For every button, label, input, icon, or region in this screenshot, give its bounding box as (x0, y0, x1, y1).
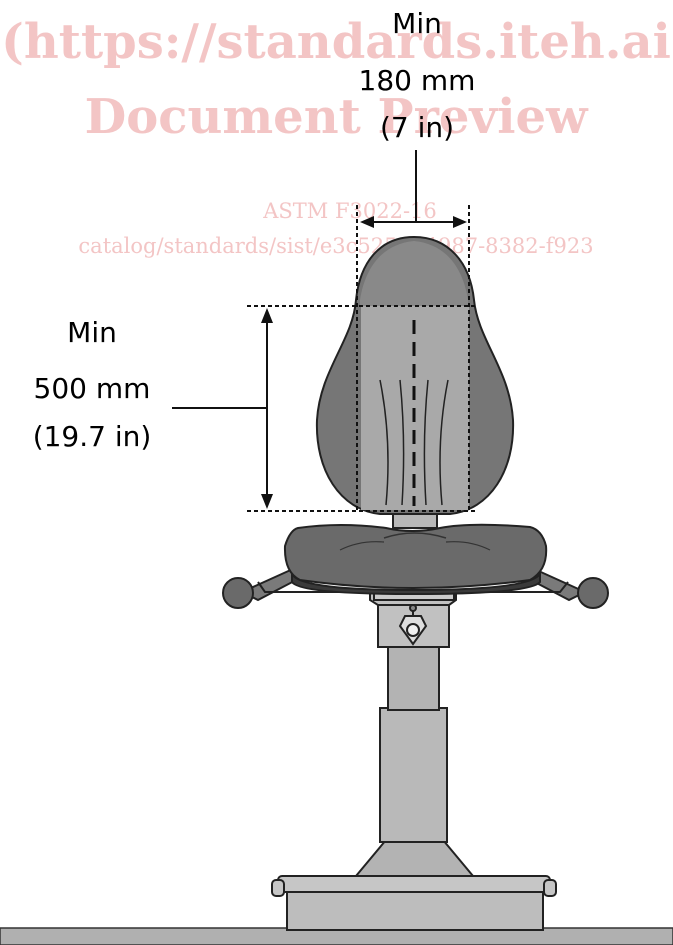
height-metric-label: 500 mm (34, 372, 151, 405)
watermark: (https://standards.iteh.ai Document Prev… (1, 14, 671, 258)
height-dimension-arrow (172, 308, 273, 509)
width-imperial-label: (7 in) (380, 111, 454, 144)
width-dimension-label: Min 180 mm (7 in) (359, 7, 476, 144)
watermark-standard: ASTM F3022-16 (262, 199, 437, 223)
seat-cushion (283, 523, 548, 596)
watermark-catalog: catalog/standards/sist/e3c525...-4987-83… (78, 234, 593, 258)
width-dimension-arrow (360, 150, 467, 228)
gas-column (379, 639, 448, 843)
height-min-label: Min (67, 316, 117, 349)
height-imperial-label: (19.7 in) (33, 420, 152, 453)
seat-mechanism (369, 589, 457, 648)
watermark-preview: Document Preview (85, 89, 589, 145)
dimension-guides (247, 205, 475, 512)
width-metric-label: 180 mm (359, 64, 476, 97)
watermark-url: (https://standards.iteh.ai (1, 14, 671, 70)
chair-base (271, 839, 557, 931)
backrest (315, 235, 515, 515)
height-dimension-label: Min 500 mm (19.7 in) (33, 316, 152, 453)
width-min-label: Min (392, 7, 442, 40)
